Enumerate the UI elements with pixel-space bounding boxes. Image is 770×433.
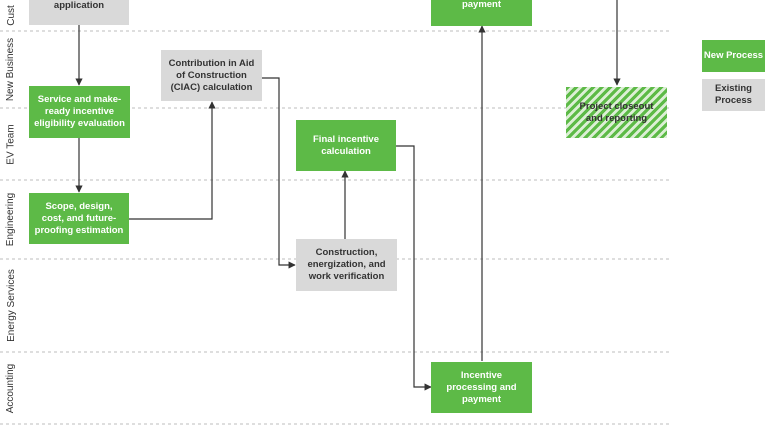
lane-label-ev-team: EV Team [5, 123, 17, 165]
connectors [75, 0, 621, 391]
lane-label-accounting: Accounting [5, 363, 17, 413]
lane-label-engineering: Engineering [5, 192, 17, 247]
final-incentive-calculation-box: Final incentive calculation [296, 120, 396, 171]
legend-existing-process: Existing Process [702, 79, 765, 111]
lane-label-new-business: New Business [5, 37, 17, 102]
application-box: application [29, 0, 129, 25]
scope-estimation-box: Scope, design, cost, and future-proofing… [29, 193, 129, 244]
legend-new-process: New Process [702, 40, 765, 72]
construction-box: Construction, energization, and work ver… [296, 239, 397, 291]
connector-ciac-to-construction [262, 77, 296, 269]
incentive-processing-box: Incentive processing and payment [431, 362, 532, 413]
connector-scope-to-ciac [129, 101, 216, 220]
project-closeout-box: Project closeout and reporting [566, 87, 667, 138]
ciac-calculation-box: Contribution in Aid of Construction (CIA… [161, 50, 262, 101]
service-eligibility-box: Service and make-ready incentive eligibi… [29, 86, 130, 138]
lane-label-cust: Cust [5, 5, 17, 26]
connector-final-to-processing [396, 145, 432, 391]
payment-top-box: payment [431, 0, 532, 26]
lane-label-energy-services: Energy Services [5, 269, 17, 342]
